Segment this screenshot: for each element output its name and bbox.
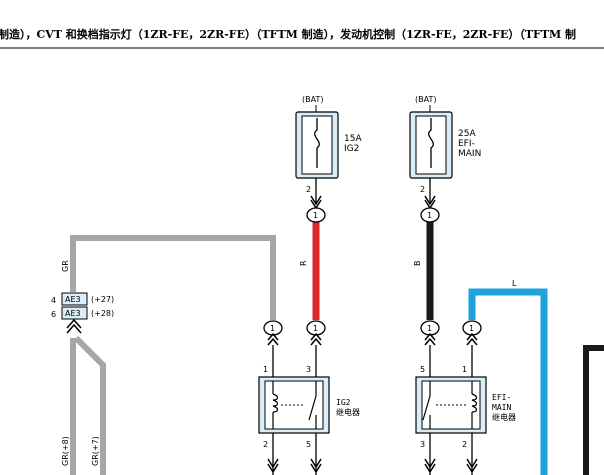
- conn-pin-ref: (+27): [91, 295, 114, 304]
- conn-pin-code: AE3: [65, 295, 81, 304]
- wire-blue-label: L: [512, 279, 517, 288]
- wire-gray-label: GR: [61, 260, 70, 272]
- junction-label: 1: [427, 324, 432, 333]
- junction-label: 1: [427, 211, 432, 220]
- relay-ig2: 1 3 IG2 继电器 2 5: [258, 345, 360, 475]
- relay-efi-label-2: MAIN: [492, 403, 511, 412]
- connector-ae3: 4 AE3 (+27) 6 AE3 (+28): [51, 292, 114, 334]
- junction-label: 1: [270, 324, 275, 333]
- fuse-efi-name-2: MAIN: [458, 149, 481, 159]
- wire-gr-right-label: GR(+7): [91, 436, 100, 466]
- junction-label: 1: [313, 324, 318, 333]
- relay-efi-label-3: 继电器: [492, 412, 516, 422]
- relay-ig2-label-2: 继电器: [336, 407, 360, 417]
- junction-row-top: 1 1: [306, 207, 440, 223]
- junction-label: 1: [313, 211, 318, 220]
- fuse-icon: [314, 118, 320, 168]
- wire-black-label: B: [413, 261, 422, 267]
- pin-chevrons: [267, 332, 478, 346]
- wire-gray-right: [73, 335, 106, 475]
- relay-ig2-pin: 2: [263, 440, 268, 449]
- relay-efi-pin: 1: [462, 365, 467, 374]
- conn-pin-num: 4: [51, 296, 56, 305]
- relay-ig2-pin: 1: [263, 365, 268, 374]
- coil-icon: [272, 393, 279, 413]
- wire-gr-left-label: GR(+8): [61, 436, 70, 466]
- fuse-efi-name-1: EFI-: [458, 139, 475, 149]
- fuse-efi-rating: 25A: [458, 129, 476, 139]
- conn-pin-code: AE3: [65, 309, 81, 318]
- conn-pin-ref: (+28): [91, 309, 114, 318]
- relay-efi-pin: 3: [420, 440, 425, 449]
- relay-efi-main: 5 1 EFI- MAIN 继电器 3 2: [415, 345, 516, 475]
- coil-icon: [471, 393, 478, 413]
- fuse-efi-source: (BAT): [415, 95, 436, 104]
- fuse-icon: [428, 118, 434, 168]
- conn-pin-num: 6: [51, 310, 56, 319]
- junction-label: 1: [469, 324, 474, 333]
- relay-efi-label-1: EFI-: [492, 393, 511, 402]
- wire-blue: [468, 288, 548, 475]
- wire-black-right: [583, 345, 604, 475]
- fuse-ig2-source: (BAT): [302, 95, 323, 104]
- switch-icon: [422, 395, 431, 421]
- fuse-ig2-pin: 2: [306, 185, 311, 194]
- fuse-efi-main: (BAT) 25A EFI- MAIN 2: [409, 95, 481, 210]
- wire-red-label: R: [299, 260, 308, 266]
- relay-ig2-pin: 5: [306, 440, 311, 449]
- fuse-efi-pin: 2: [420, 185, 425, 194]
- relay-ig2-label-1: IG2: [336, 398, 351, 407]
- junction-row-mid: 1 1 1 1: [263, 320, 482, 336]
- fuse-ig2-name: IG2: [344, 144, 359, 154]
- relay-efi-pin: 2: [462, 440, 467, 449]
- fuse-ig2: (BAT) 15A IG2 2: [295, 95, 362, 210]
- diagram-header: 制造），CVT 和换档指示灯（1ZR-FE，2ZR-FE）（TFTM 制造），发…: [0, 27, 576, 41]
- relay-efi-pin: 5: [420, 365, 425, 374]
- wire-gray: [70, 235, 276, 320]
- relay-ig2-pin: 3: [306, 365, 311, 374]
- switch-icon: [308, 395, 317, 421]
- fuse-ig2-rating: 15A: [344, 134, 362, 144]
